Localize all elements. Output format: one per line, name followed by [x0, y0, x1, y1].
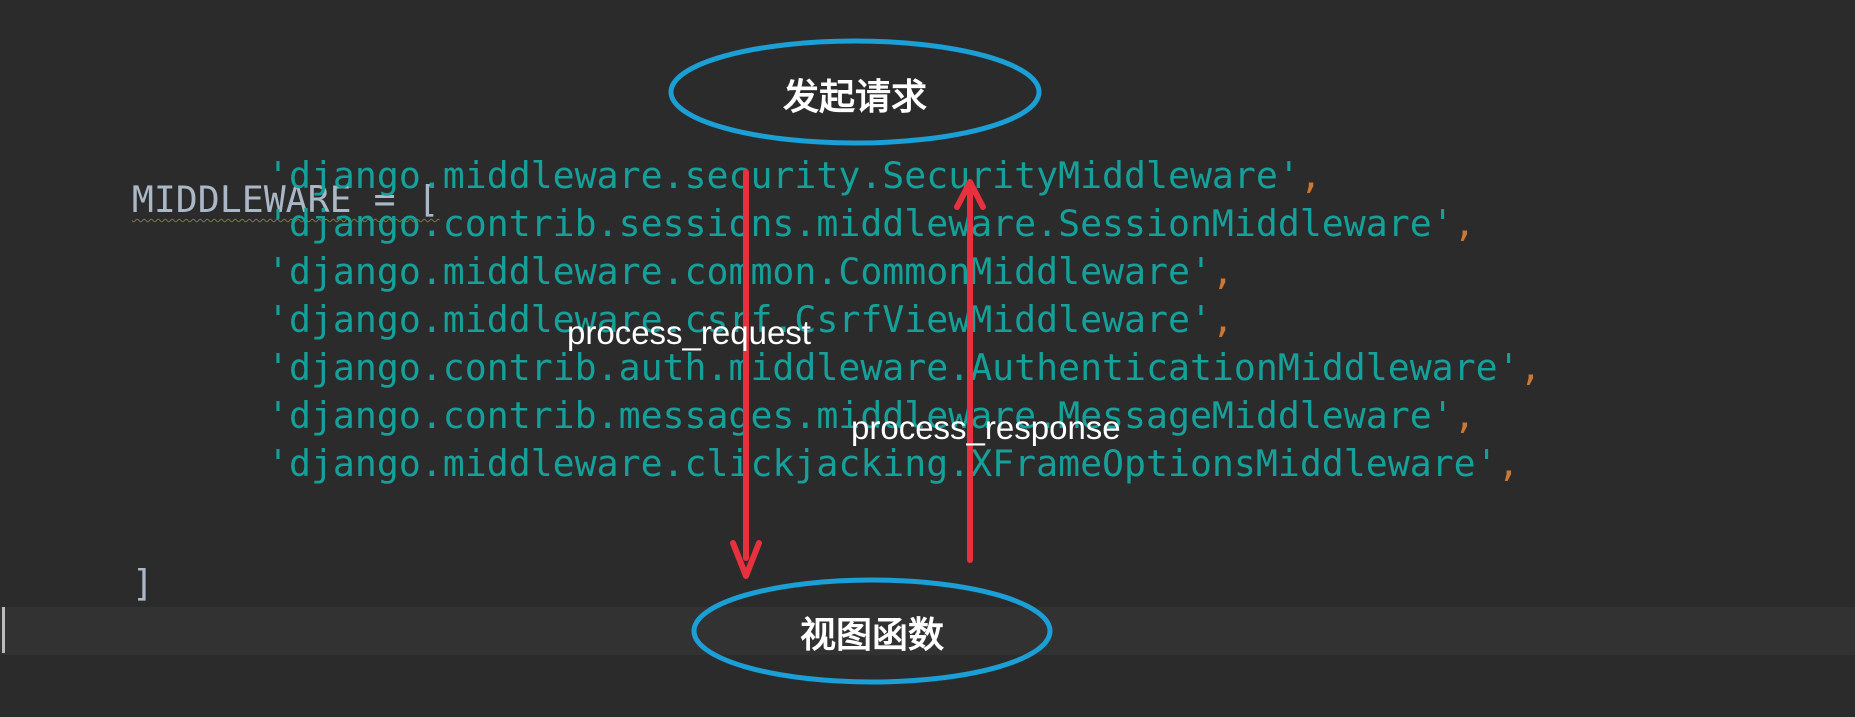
code-line-entry: 'django.middleware.csrf.CsrfViewMiddlewa… [0, 296, 1234, 344]
process-response-label: process_response [851, 409, 1121, 446]
process-request-arrow [730, 169, 762, 579]
code-line-entry: 'django.contrib.auth.middleware.Authenti… [0, 344, 1542, 392]
entry-separator: , [1453, 394, 1476, 437]
view-function-node [691, 577, 1053, 685]
code-line-entry: 'django.middleware.security.SecurityMidd… [0, 152, 1322, 200]
closing-bracket: ] [131, 562, 154, 605]
request-start-node [668, 38, 1042, 146]
middleware-entry: 'django.contrib.messages.middleware.Mess… [267, 394, 1454, 437]
middleware-entry: 'django.middleware.common.CommonMiddlewa… [267, 250, 1212, 293]
code-line-entry: 'django.middleware.clickjacking.XFrameOp… [0, 440, 1520, 488]
entry-separator: , [1299, 154, 1322, 197]
middleware-entry: 'django.middleware.csrf.CsrfViewMiddlewa… [267, 298, 1212, 341]
view-function-label: 视图函数 [799, 615, 944, 656]
middleware-entry: 'django.contrib.auth.middleware.Authenti… [267, 346, 1520, 389]
process-request-label: process_request [567, 314, 811, 351]
middleware-declaration: MIDDLEWARE = [ [131, 178, 440, 221]
middleware-entry: 'django.contrib.sessions.middleware.Sess… [267, 202, 1454, 245]
current-line-highlight [0, 607, 1855, 655]
entry-separator: , [1211, 298, 1234, 341]
code-line-entry: 'django.contrib.messages.middleware.Mess… [0, 392, 1476, 440]
code-line-entry: 'django.contrib.sessions.middleware.Sess… [0, 200, 1476, 248]
code-line-entry: 'django.middleware.common.CommonMiddlewa… [0, 248, 1234, 296]
entry-separator: , [1497, 442, 1520, 485]
process-response-arrow [954, 179, 986, 563]
entry-separator: , [1519, 346, 1542, 389]
middleware-entry: 'django.middleware.security.SecurityMidd… [267, 154, 1300, 197]
code-line-declaration: MIDDLEWARE = [ [0, 128, 440, 221]
entry-separator: , [1211, 250, 1234, 293]
request-start-label: 发起请求 [782, 77, 927, 118]
middleware-entry: 'django.middleware.clickjacking.XFrameOp… [267, 442, 1498, 485]
entry-separator: , [1453, 202, 1476, 245]
code-line-closing: ] [0, 512, 154, 605]
text-caret [2, 607, 5, 653]
